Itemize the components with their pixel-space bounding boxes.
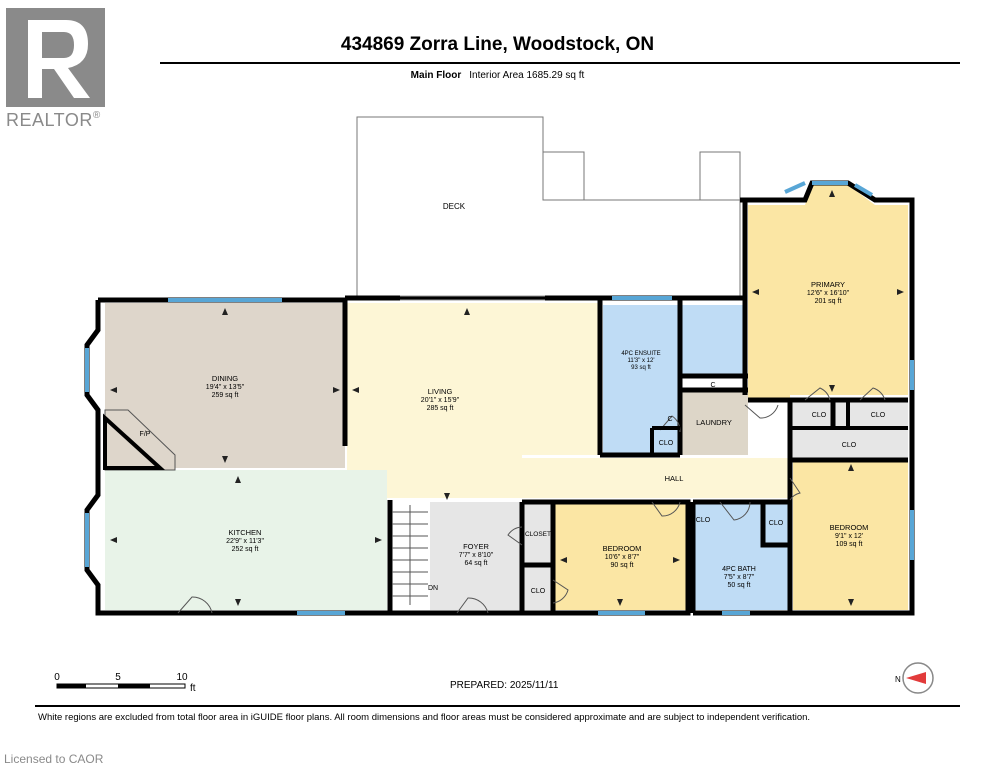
- realtor-name: REALTOR: [6, 110, 93, 130]
- closet-label: CLOSET: [525, 531, 551, 538]
- scale-tick-10: 10: [176, 672, 188, 683]
- dining-name: DINING: [212, 374, 238, 383]
- fireplace: [103, 409, 176, 471]
- realtor-logo: [6, 8, 105, 107]
- kitchen-name: KITCHEN: [229, 528, 262, 537]
- ensuite-fill: [603, 305, 680, 455]
- realtor-trademark: ®: [92, 110, 101, 121]
- dining-area: 259 sq ft: [212, 392, 239, 399]
- primary-fill: [748, 185, 908, 400]
- interior-area: Interior Area 1685.29 sq ft: [469, 70, 585, 81]
- room-labels: DECK DINING 19'4" x 13'5" 259 sq ft F/P …: [140, 202, 886, 595]
- laundry-label: LAUNDRY: [696, 418, 732, 427]
- deck-area: [356, 116, 741, 300]
- walls: [84, 180, 915, 616]
- laundry-c-label: C: [710, 382, 715, 389]
- footer-divider: [35, 705, 960, 707]
- ensuite-clo-label: CLO: [659, 440, 674, 447]
- bedroom2-name: BEDROOM: [603, 544, 642, 553]
- bath-fill: [693, 502, 790, 610]
- bedroom3-dims: 9'1" x 12': [835, 533, 863, 540]
- stairs: [392, 505, 428, 605]
- ensuite-name: 4PC ENSUITE: [621, 351, 660, 357]
- ensuite-c-label: C: [667, 416, 672, 423]
- ensuite-area: 93 sq ft: [631, 365, 651, 371]
- bedroom2-fill: [555, 502, 688, 610]
- living-dims: 20'1" x 15'9": [421, 397, 460, 404]
- sliding-door: [400, 295, 545, 301]
- compass-icon: N: [895, 662, 934, 694]
- kitchen-dims: 22'9" x 11'3": [226, 538, 264, 545]
- bedroom2-area: 90 sq ft: [611, 562, 634, 569]
- foyer-dims: 7'7" x 8'10": [459, 552, 494, 559]
- hall-clo-label: CLO: [842, 442, 857, 449]
- ensuite-dims: 11'3" x 12': [628, 358, 655, 364]
- bath-clo-right: CLO: [769, 520, 784, 527]
- foyer-name: FOYER: [463, 542, 489, 551]
- living-name: LIVING: [428, 387, 453, 396]
- primary-dims: 12'6" x 16'10": [807, 290, 850, 297]
- primary-clo-right: CLO: [871, 412, 886, 419]
- floor-name: Main Floor: [410, 70, 462, 81]
- scale-tick-0: 0: [54, 672, 60, 683]
- foyer-clo-label: CLO: [531, 588, 546, 595]
- license-watermark: Licensed to CAOR: [4, 752, 104, 766]
- clo-fill: [524, 502, 553, 610]
- ensuite-closet-fill: [682, 305, 745, 376]
- floor-summary: Main Floor Interior Area 1685.29 sq ft: [0, 70, 995, 81]
- laundry-fill: [680, 390, 748, 455]
- primary-name: PRIMARY: [811, 280, 845, 289]
- bedroom3-area: 109 sq ft: [836, 541, 863, 548]
- dining-dims: 19'4" x 13'5": [206, 384, 245, 391]
- bath-area: 50 sq ft: [728, 582, 751, 589]
- fireplace-label: F/P: [140, 431, 151, 438]
- disclaimer: White regions are excluded from total fl…: [38, 712, 811, 723]
- bath-name: 4PC BATH: [722, 566, 756, 573]
- realtor-r-icon: [6, 8, 105, 107]
- foyer-area: 64 sq ft: [465, 560, 488, 567]
- prepared-date: PREPARED: 2025/11/11: [450, 680, 559, 691]
- bedroom3-name: BEDROOM: [830, 523, 869, 532]
- kitchen-fill: [105, 470, 387, 610]
- windows: [85, 181, 914, 615]
- compass-north-label: N: [895, 675, 901, 684]
- dining-fill: [105, 303, 345, 468]
- kitchen-area: 252 sq ft: [232, 546, 259, 553]
- deck-label: DECK: [443, 202, 466, 211]
- living-fill: [347, 303, 600, 498]
- bedroom2-dims: 10'6" x 8'7": [605, 554, 640, 561]
- property-address: 434869 Zorra Line, Woodstock, ON: [340, 34, 655, 55]
- hall-fill: [522, 458, 790, 498]
- living-area: 285 sq ft: [427, 405, 454, 412]
- stairs-label: DN: [428, 585, 438, 592]
- dimension-markers: [110, 190, 904, 606]
- primary-area: 201 sq ft: [815, 298, 842, 305]
- scale-bar: 0 5 10 ft: [54, 672, 196, 694]
- closet-lines: [650, 400, 908, 455]
- floor-plan: DECK DINING 19'4" x 13'5" 259 sq ft F/P …: [54, 116, 934, 694]
- scale-unit: ft: [190, 683, 196, 694]
- header-divider: [160, 62, 960, 64]
- bath-clo-left: CLO: [696, 517, 711, 524]
- bedroom3-fill: [793, 460, 908, 610]
- door-swings: [177, 387, 886, 614]
- foyer-fill: [430, 502, 522, 610]
- primary-clo-left: CLO: [812, 412, 827, 419]
- realtor-wordmark: REALTOR®: [6, 110, 101, 131]
- hall-label: HALL: [665, 474, 684, 483]
- bath-dims: 7'5" x 8'7": [724, 574, 755, 581]
- scale-tick-5: 5: [115, 672, 121, 683]
